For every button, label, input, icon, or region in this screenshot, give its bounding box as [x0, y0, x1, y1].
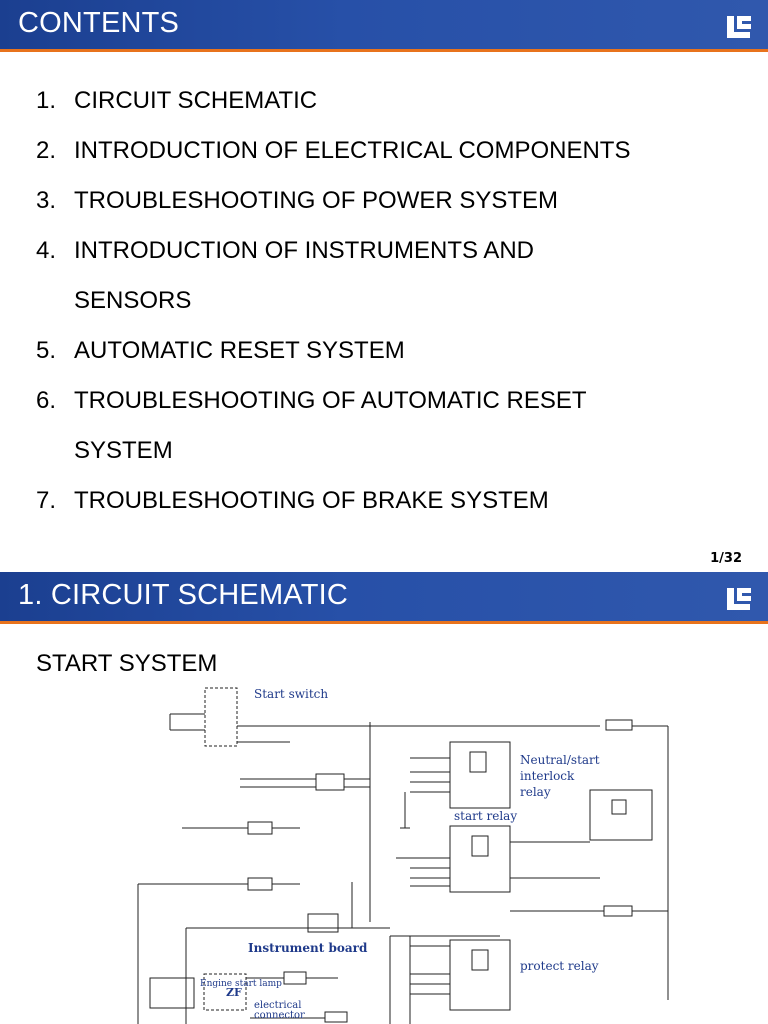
contents-item[interactable]: 5.AUTOMATIC RESET SYSTEM [36, 337, 405, 364]
label-electrical: electrical [254, 1000, 301, 1011]
title-bar: CONTENTS [0, 0, 768, 52]
label-relay: relay [520, 785, 551, 799]
label-instrument-board: Instrument board [248, 941, 368, 955]
contents-item[interactable]: 1.CIRCUIT SCHEMATIC [36, 87, 318, 114]
contents-item[interactable]: 6.TROUBLESHOOTING OF AUTOMATIC RESET [36, 387, 587, 414]
contents-item-continued[interactable]: SYSTEM [74, 437, 173, 464]
circuit-schematic-slide: 1. CIRCUIT SCHEMATIC START SYSTEM [0, 572, 768, 1024]
start-system-schematic: Start switch Neutral/start interlock rel… [137, 687, 669, 1024]
label-protect-relay: protect relay [520, 959, 599, 973]
contents-slide: CONTENTS 1.CIRCUIT SCHEMATIC 2.INTRODUCT… [0, 0, 768, 566]
contents-item-continued[interactable]: SENSORS [74, 287, 192, 314]
liugong-logo-icon [727, 588, 751, 610]
contents-list: 1.CIRCUIT SCHEMATIC 2.INTRODUCTION OF EL… [36, 76, 756, 526]
page-number: 1/32 [710, 551, 742, 566]
label-interlock: interlock [520, 769, 575, 783]
label-zf: ZF [226, 986, 242, 999]
contents-item[interactable]: 4.INTRODUCTION OF INSTRUMENTS AND [36, 237, 534, 264]
title-bar: 1. CIRCUIT SCHEMATIC [0, 572, 768, 624]
liugong-logo-icon [727, 16, 751, 38]
label-connector: connector [254, 1010, 305, 1021]
label-start-switch: Start switch [254, 687, 328, 701]
label-start-relay: start relay [454, 809, 517, 823]
label-neutral-start: Neutral/start [520, 753, 600, 767]
contents-item[interactable]: 2.INTRODUCTION OF ELECTRICAL COMPONENTS [36, 137, 631, 164]
contents-item[interactable]: 3.TROUBLESHOOTING OF POWER SYSTEM [36, 187, 559, 214]
section-subheading: START SYSTEM [36, 650, 218, 677]
label-engine-start-lamp: Engine start lamp [200, 979, 282, 989]
slide-title: CONTENTS [18, 7, 180, 39]
slide-title: 1. CIRCUIT SCHEMATIC [18, 579, 349, 611]
contents-item[interactable]: 7.TROUBLESHOOTING OF BRAKE SYSTEM [36, 487, 549, 514]
